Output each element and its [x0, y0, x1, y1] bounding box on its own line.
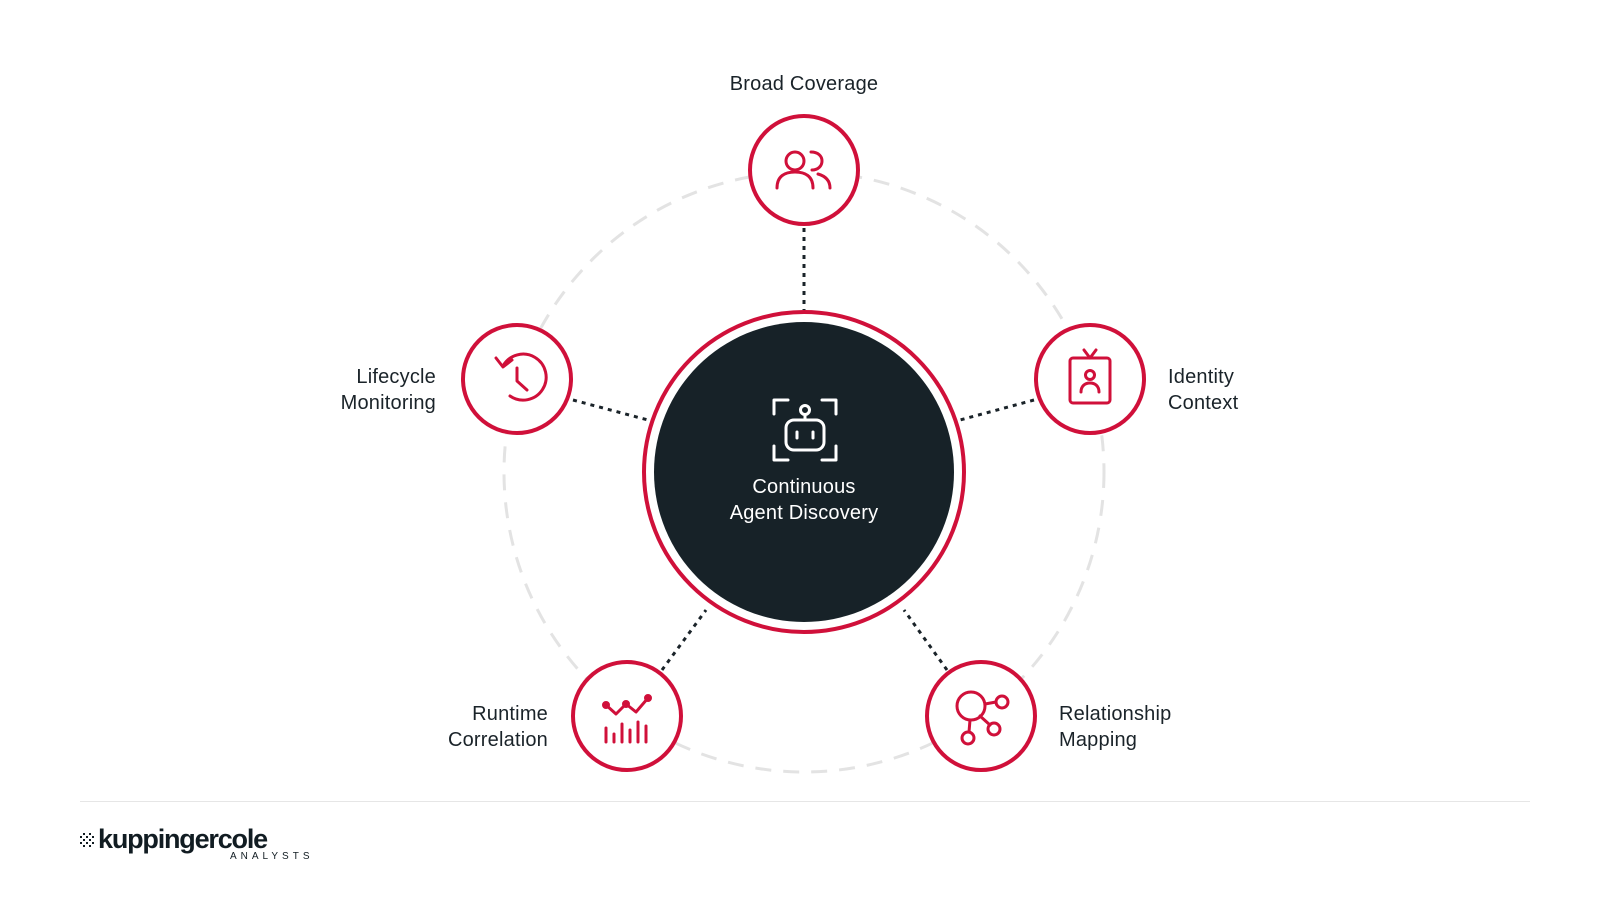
- label-broad-coverage-line1: Broad Coverage: [729, 73, 879, 95]
- label-relationship-mapping-line2: Mapping: [1059, 729, 1138, 751]
- label-lifecycle-monitoring: Lifecycle Monitoring: [268, 364, 436, 416]
- label-runtime-correlation: Runtime Correlation: [380, 701, 548, 753]
- network-nodes-icon: [955, 690, 1010, 746]
- center-hub-label-line1: Continuous: [752, 476, 856, 498]
- label-relationship-mapping: Relationship Mapping: [1059, 701, 1171, 753]
- kuppingercole-logo: kuppingercole ANALYSTS: [80, 824, 310, 866]
- label-runtime-correlation-line1: Runtime: [472, 703, 548, 725]
- label-lifecycle-monitoring-line1: Lifecycle: [356, 366, 436, 388]
- label-runtime-correlation-line2: Correlation: [447, 729, 548, 751]
- label-identity-context: Identity Context: [1168, 364, 1238, 416]
- connector-identity-context: [959, 398, 1035, 422]
- node-runtime-correlation: [571, 660, 683, 772]
- connector-lifecycle-monitoring: [572, 398, 649, 422]
- logo-wordmark-row: kuppingercole: [80, 824, 268, 854]
- footer-divider: [80, 801, 1530, 802]
- label-identity-context-line2: Context: [1168, 392, 1239, 414]
- center-hub-label: Continuous Agent Discovery: [684, 474, 924, 526]
- label-relationship-mapping-line1: Relationship: [1059, 703, 1172, 725]
- connector-runtime-correlation: [660, 609, 708, 671]
- center-hub: [654, 322, 954, 622]
- logo-sub-text: ANALYSTS: [230, 851, 314, 862]
- users-icon: [775, 150, 832, 190]
- connector-relationship-mapping: [902, 609, 949, 671]
- center-hub-label-line2: Agent Discovery: [729, 502, 879, 524]
- connectors: [572, 228, 1035, 671]
- label-broad-coverage: Broad Coverage: [704, 71, 904, 97]
- analytics-chart-icon: [602, 694, 652, 744]
- robot-icon: [772, 398, 838, 462]
- node-broad-coverage: [748, 114, 860, 226]
- label-identity-context-line1: Identity: [1168, 366, 1235, 388]
- id-badge-icon: [1068, 348, 1112, 405]
- logo-pixel-dots-icon: [80, 832, 94, 847]
- label-lifecycle-monitoring-line2: Monitoring: [340, 392, 436, 414]
- logo-main-text: kuppingercole: [98, 824, 268, 854]
- history-clock-icon: [494, 352, 548, 402]
